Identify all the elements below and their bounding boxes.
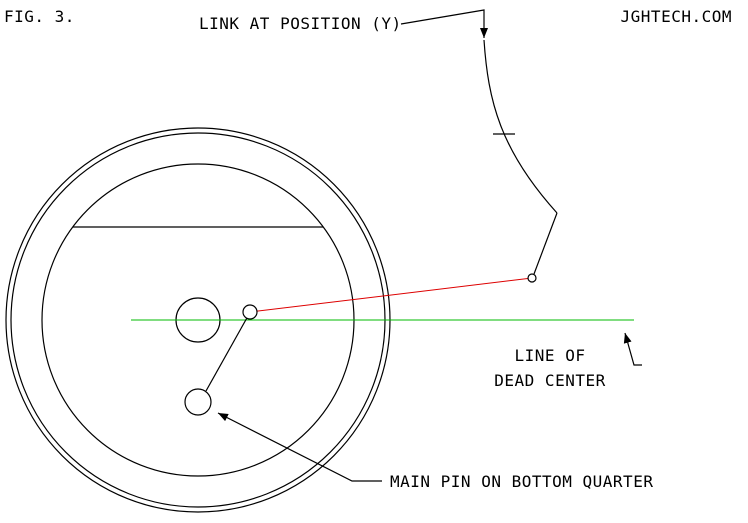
dead-center-label-line1: LINE OF bbox=[515, 346, 586, 365]
link-arc bbox=[483, 39, 558, 214]
main-pin-label: MAIN PIN ON BOTTOM QUARTER bbox=[390, 472, 653, 491]
crank-pin bbox=[242, 304, 258, 320]
link-arm bbox=[533, 212, 558, 275]
crank-arm bbox=[205, 315, 249, 392]
dead-center-leader bbox=[623, 332, 642, 366]
link-pin bbox=[527, 273, 537, 283]
main-pin-leader bbox=[217, 412, 382, 482]
connecting-rod bbox=[249, 277, 533, 313]
figure-label: FIG. 3. bbox=[4, 7, 75, 26]
link-position-leader bbox=[400, 9, 488, 38]
link-position-label: LINK AT POSITION (Y) bbox=[199, 14, 402, 33]
main-pin bbox=[184, 388, 212, 416]
dead-center-label-line2: DEAD CENTER bbox=[494, 371, 605, 390]
site-label: JGHTECH.COM bbox=[621, 7, 732, 26]
